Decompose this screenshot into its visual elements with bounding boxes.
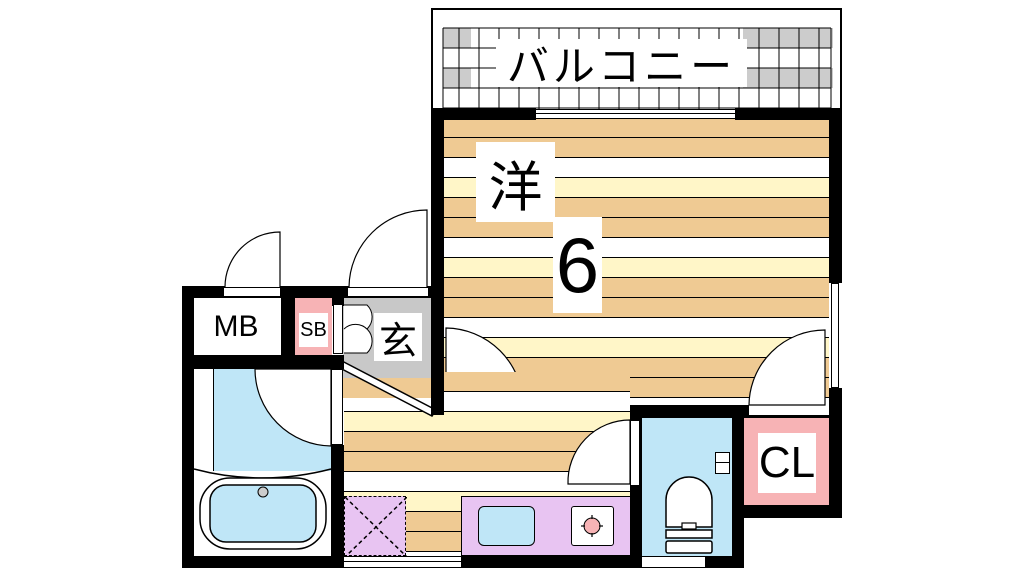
entrance-step: [343, 378, 432, 398]
washing-machine-space: [344, 496, 407, 557]
entrance-door-opening[interactable]: [348, 287, 428, 297]
shoe-box-label: SB: [299, 313, 328, 347]
balcony-label: バルコニー: [496, 39, 747, 90]
shoe-box-door[interactable]: [333, 304, 343, 354]
kitchen-sink: [478, 506, 535, 546]
wall-toilet-bottom: [705, 556, 744, 568]
mb-door-opening[interactable]: [224, 287, 280, 297]
stove: [571, 506, 614, 546]
toilet-room: [642, 418, 732, 558]
wall-bottom-bath: [182, 556, 345, 568]
wall-room-right: [829, 108, 842, 283]
closet-label: CL: [758, 433, 816, 493]
balcony: バルコニー: [431, 8, 842, 112]
side-window[interactable]: [831, 283, 839, 388]
balcony-sliding-window[interactable]: [536, 109, 735, 119]
bathroom-washing-area: [213, 369, 331, 471]
bath-door[interactable]: [331, 369, 343, 445]
toilet-door[interactable]: [630, 420, 640, 486]
burner-icon: [581, 515, 603, 537]
toilet-door-threshold: [642, 556, 705, 568]
wall-entrance-right: [431, 298, 444, 415]
wall-room-top-right: [735, 108, 842, 120]
wall-toilet-right: [732, 415, 744, 568]
toilet-paper-holder: [715, 452, 730, 474]
wall-left-outer: [182, 286, 194, 568]
wall-mb-bottom: [182, 355, 344, 369]
wall-kitchen-bottom: [461, 556, 642, 568]
wall-sb-right: [332, 298, 344, 306]
room-size-label: 6: [553, 217, 602, 313]
room-type-label: 洋: [476, 142, 555, 222]
kitchen-window[interactable]: [344, 556, 461, 568]
entrance-label: 玄: [374, 313, 422, 363]
wall-room-top-left: [431, 108, 536, 120]
wall-bath-right: [331, 445, 344, 568]
wall-mb-sb: [281, 286, 295, 370]
meter-box-label: MB: [205, 305, 267, 349]
